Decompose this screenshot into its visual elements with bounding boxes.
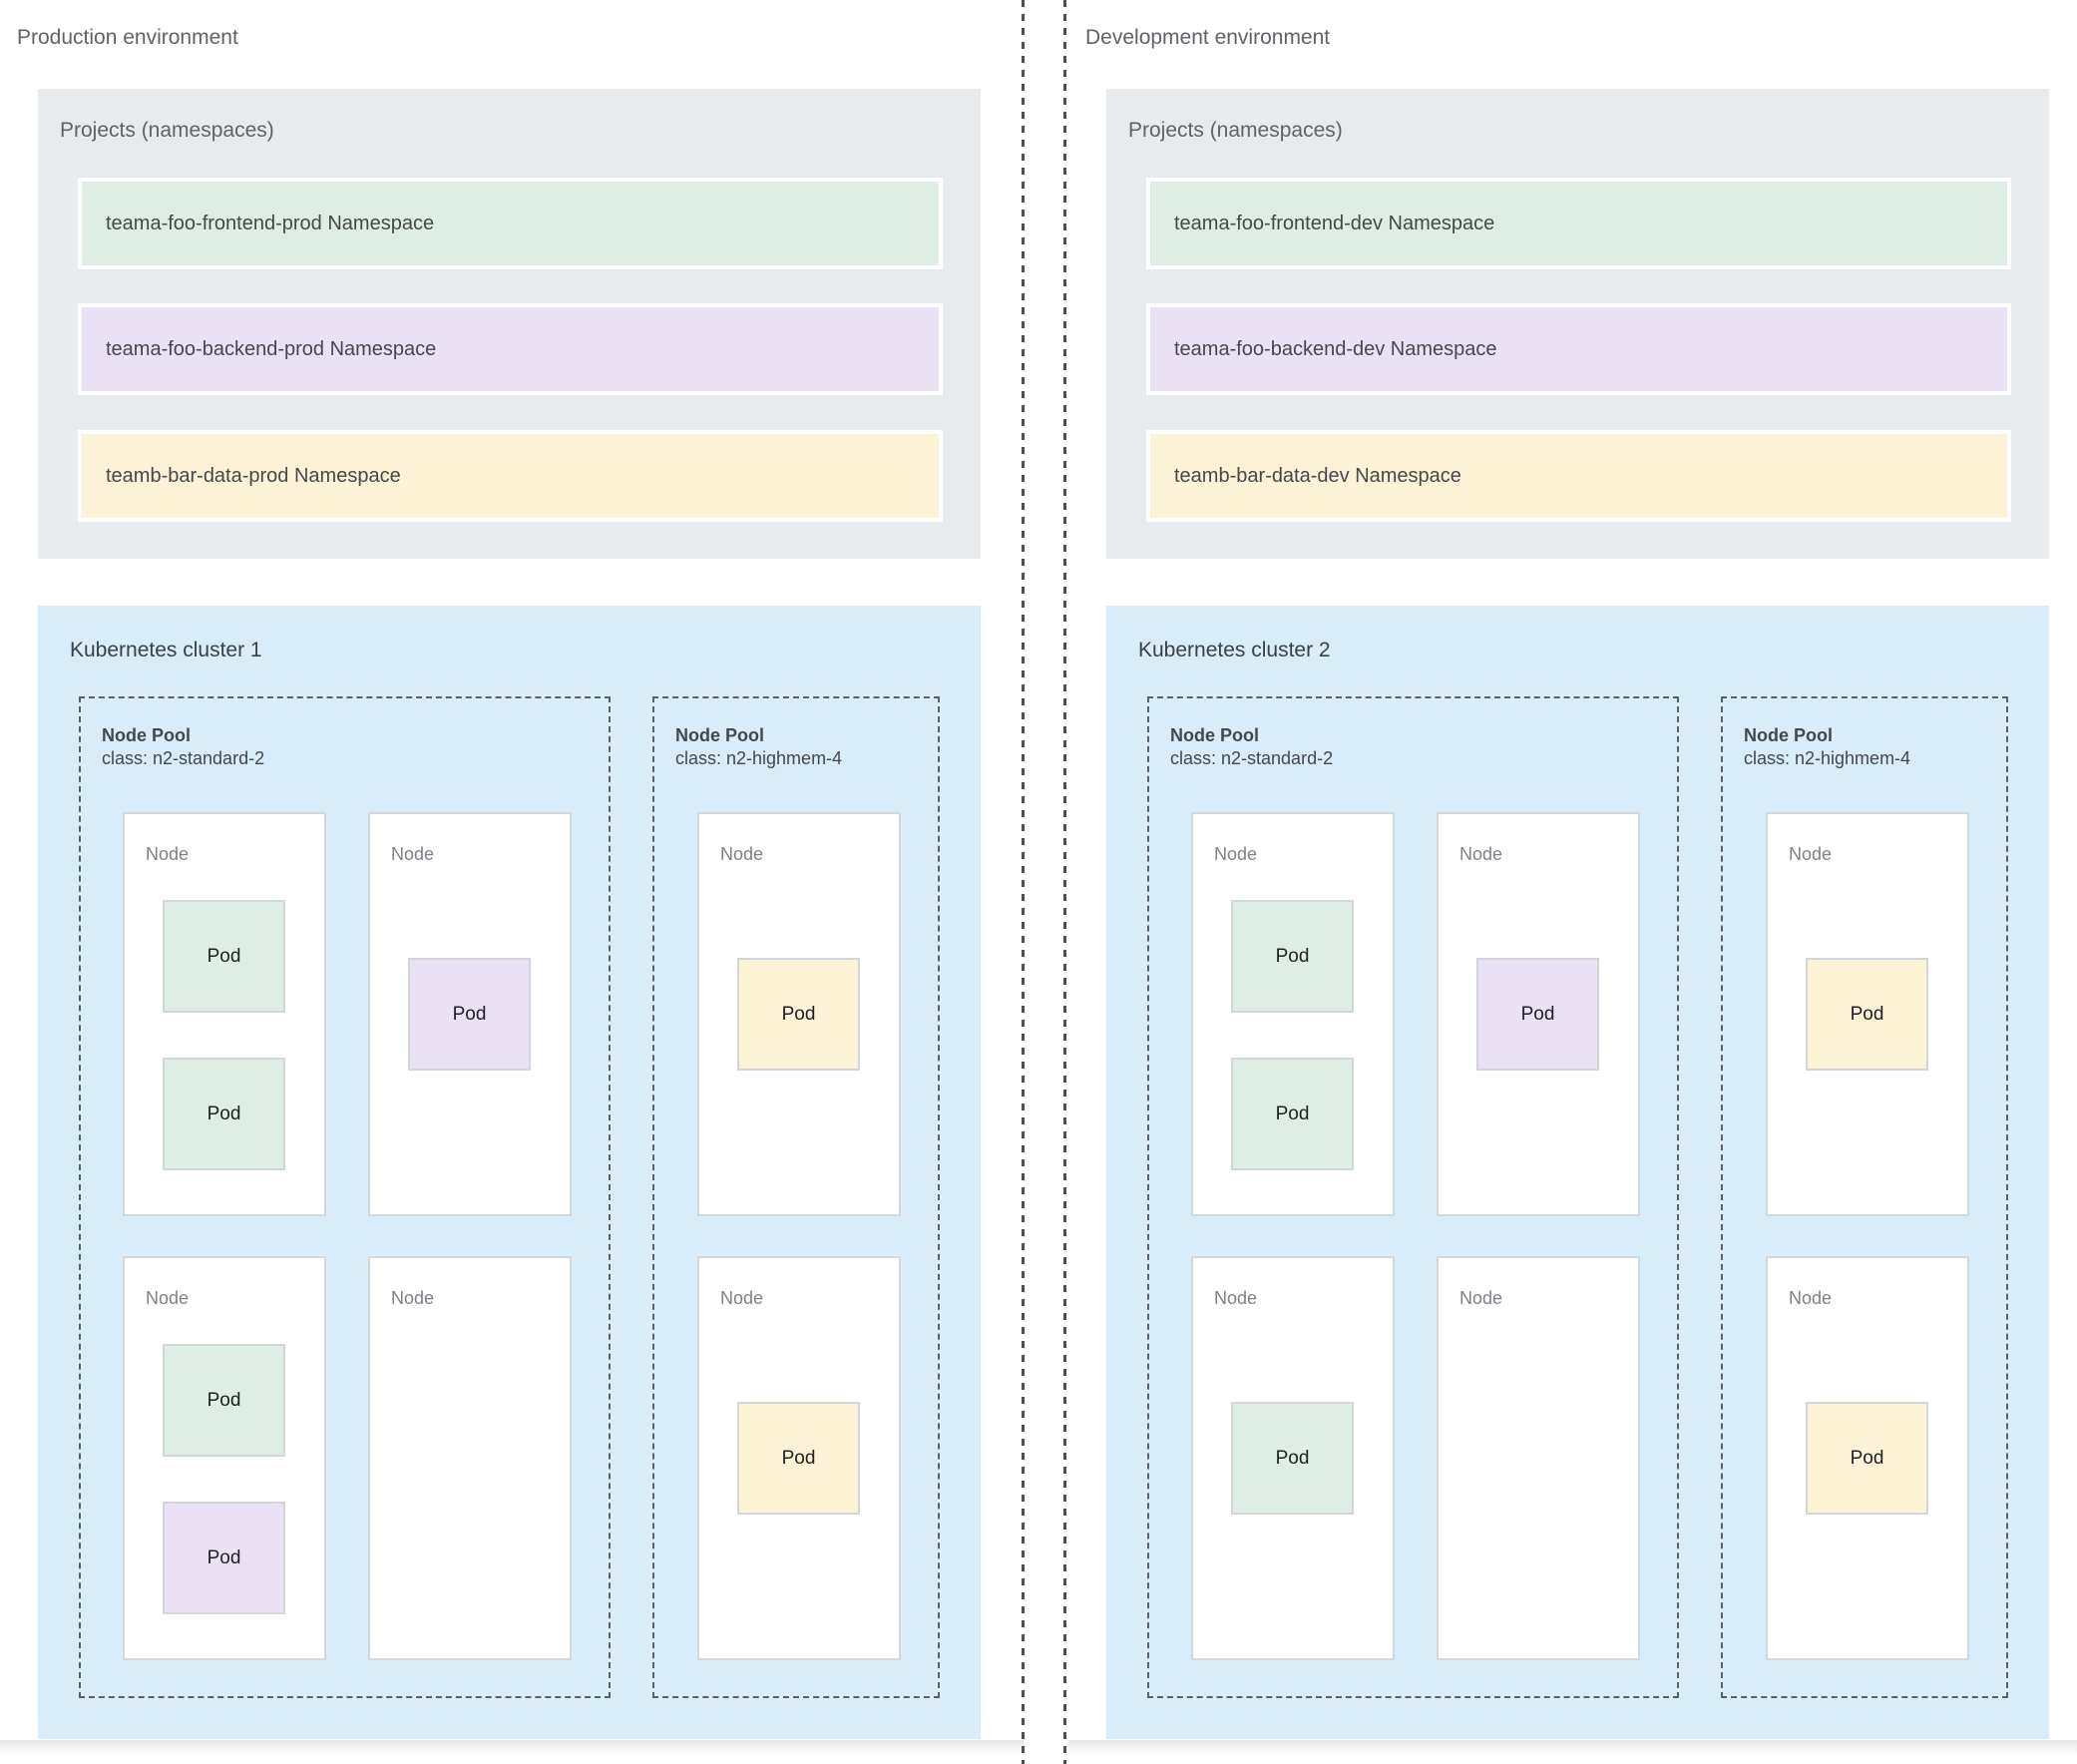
environment-title: Production environment [17, 26, 238, 49]
kubernetes-cluster-box: Kubernetes cluster 1 Node Pool class: n2-… [38, 606, 981, 1739]
pod-label: Pod [781, 1003, 816, 1025]
namespace-label: teamb-bar-data-dev Namespace [1174, 464, 1461, 487]
node-label: Node [1459, 1288, 1503, 1308]
projects-title: Projects (namespaces) [60, 119, 274, 142]
projects-namespaces-box: Projects (namespaces) teama-foo-frontend… [1106, 89, 2049, 559]
node-box: Node [1437, 1256, 1640, 1660]
kubernetes-cluster-box: Kubernetes cluster 2 Node Pool class: n2-… [1106, 606, 2049, 1739]
node-pool-label: Node Pool class: n2-highmem-4 [675, 724, 842, 770]
node-pool-title: Node Pool [675, 725, 764, 745]
namespace-bar-yellow: teamb-bar-data-prod Namespace [78, 430, 943, 522]
pod-label: Pod [1275, 945, 1310, 967]
node-pool-class: class: n2-standard-2 [1170, 748, 1334, 768]
pod-box-green: Pod [163, 900, 285, 1013]
namespace-label: teama-foo-frontend-prod Namespace [106, 212, 435, 234]
pod-label: Pod [207, 1102, 241, 1124]
namespace-label: teama-foo-backend-prod Namespace [106, 337, 437, 360]
node-label: Node [1789, 1288, 1833, 1308]
pod-box-green: Pod [1231, 1402, 1354, 1515]
node-pool-class: class: n2-highmem-4 [1744, 748, 1911, 768]
node-pool-label: Node Pool class: n2-standard-2 [1170, 724, 1333, 770]
pod-box-yellow: Pod [1806, 958, 1928, 1071]
cluster-title: Kubernetes cluster 1 [70, 639, 262, 662]
node-pool-title: Node Pool [1744, 725, 1833, 745]
projects-namespaces-box: Projects (namespaces) teama-foo-frontend… [38, 89, 981, 559]
namespace-label: teamb-bar-data-prod Namespace [106, 464, 401, 487]
namespace-bar-green: teama-foo-frontend-prod Namespace [78, 178, 943, 269]
pod-label: Pod [1850, 1003, 1884, 1025]
environment-title: Development environment [1085, 26, 1331, 49]
page-divider-line-right [1063, 0, 1066, 1764]
pod-label: Pod [452, 1003, 487, 1025]
node-pool-title: Node Pool [102, 725, 191, 745]
canvas-bottom-shadow [1068, 1740, 2077, 1756]
namespace-label: teama-foo-backend-dev Namespace [1174, 337, 1497, 360]
node-label: Node [391, 1288, 435, 1308]
node-label: Node [1214, 1288, 1258, 1308]
pod-box-purple: Pod [1476, 958, 1599, 1071]
pod-label: Pod [1520, 1003, 1555, 1025]
node-pool-class: class: n2-standard-2 [102, 748, 265, 768]
namespace-label: teama-foo-frontend-dev Namespace [1174, 212, 1495, 234]
projects-title: Projects (namespaces) [1128, 119, 1343, 142]
namespace-bar-green: teama-foo-frontend-dev Namespace [1146, 178, 2011, 269]
pod-box-yellow: Pod [1806, 1402, 1928, 1515]
node-label: Node [1459, 844, 1503, 864]
node-pool-class: class: n2-highmem-4 [675, 748, 843, 768]
pod-box-green: Pod [163, 1058, 285, 1170]
pod-label: Pod [1275, 1102, 1310, 1124]
namespace-bar-purple: teama-foo-backend-dev Namespace [1146, 303, 2011, 395]
node-box: Node [368, 1256, 572, 1660]
namespace-bar-purple: teama-foo-backend-prod Namespace [78, 303, 943, 395]
pod-box-yellow: Pod [737, 958, 860, 1071]
pod-label: Pod [781, 1447, 816, 1469]
production-environment-section: Production environment Projects (namespa… [0, 0, 1024, 1764]
node-label: Node [1214, 844, 1258, 864]
node-label: Node [391, 844, 435, 864]
node-pool-label: Node Pool class: n2-standard-2 [102, 724, 264, 770]
node-label: Node [146, 1288, 190, 1308]
pod-box-purple: Pod [163, 1502, 285, 1614]
development-environment-section: Development environment Projects (namesp… [1068, 0, 2077, 1764]
canvas-bottom-shadow [0, 1740, 1024, 1756]
node-pool-label: Node Pool class: n2-highmem-4 [1744, 724, 1910, 770]
page-divider-line-left [1022, 0, 1025, 1764]
node-label: Node [720, 844, 764, 864]
cluster-title: Kubernetes cluster 2 [1138, 639, 1331, 662]
node-label: Node [720, 1288, 764, 1308]
namespace-bar-yellow: teamb-bar-data-dev Namespace [1146, 430, 2011, 522]
pod-label: Pod [207, 1389, 241, 1411]
pod-label: Pod [207, 1546, 241, 1568]
pod-box-yellow: Pod [737, 1402, 860, 1515]
pod-box-purple: Pod [408, 958, 531, 1071]
node-pool-title: Node Pool [1170, 725, 1259, 745]
pod-box-green: Pod [163, 1344, 285, 1457]
pod-label: Pod [1850, 1447, 1884, 1469]
node-label: Node [1789, 844, 1833, 864]
pod-box-green: Pod [1231, 1058, 1354, 1170]
pod-box-green: Pod [1231, 900, 1354, 1013]
pod-label: Pod [207, 945, 241, 967]
node-label: Node [146, 844, 190, 864]
pod-label: Pod [1275, 1447, 1310, 1469]
